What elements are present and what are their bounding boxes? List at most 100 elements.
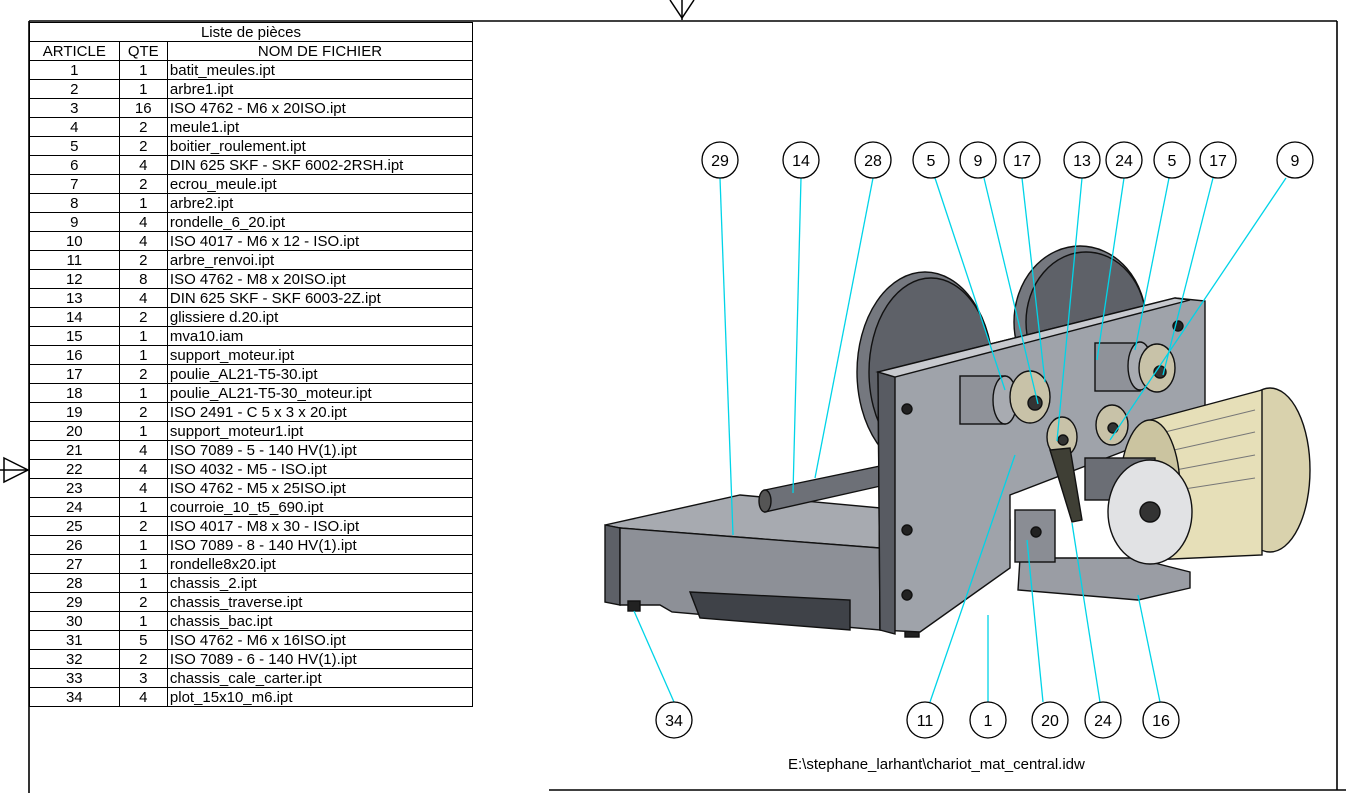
- cell-qte: 16: [118, 98, 168, 118]
- bearing-housing-left: [959, 370, 1051, 425]
- cell-article: 27: [29, 554, 120, 574]
- cell-qte: 2: [118, 307, 168, 327]
- header-file-name: NOM DE FICHIER: [166, 41, 474, 61]
- cell-file-name: ISO 4762 - M6 x 16ISO.ipt: [166, 630, 474, 650]
- cell-article: 4: [29, 117, 120, 137]
- cell-file-name: chassis_2.ipt: [166, 573, 474, 593]
- balloon-circle: [1105, 141, 1143, 179]
- balloon-circle: [959, 141, 997, 179]
- cell-file-name: ISO 4762 - M5 x 25ISO.ipt: [166, 478, 474, 498]
- cell-file-name: arbre_renvoi.ipt: [166, 250, 474, 270]
- cell-file-name: mva10.iam: [166, 326, 474, 346]
- cell-article: 31: [29, 630, 120, 650]
- balloon-label: 9: [974, 153, 983, 170]
- cell-article: 22: [29, 459, 120, 479]
- cell-qte: 1: [118, 60, 168, 80]
- cell-file-name: ISO 4762 - M6 x 20ISO.ipt: [166, 98, 474, 118]
- balloon-circle: [1063, 141, 1101, 179]
- cell-file-name: ecrou_meule.ipt: [166, 174, 474, 194]
- balloon-label: 11: [917, 713, 934, 730]
- cell-file-name: rondelle_6_20.ipt: [166, 212, 474, 232]
- parts-list-title: Liste de pièces: [29, 22, 473, 42]
- cell-qte: 2: [118, 117, 168, 137]
- balloon-label: 1: [984, 713, 993, 730]
- cell-article: 5: [29, 136, 120, 156]
- cell-file-name: chassis_bac.ipt: [166, 611, 474, 631]
- bearing-housing-right: [1094, 341, 1176, 393]
- cell-qte: 4: [118, 478, 168, 498]
- cell-file-name: arbre1.ipt: [166, 79, 474, 99]
- cell-file-name: meule1.ipt: [166, 117, 474, 137]
- balloon-circle: [969, 701, 1007, 739]
- cell-qte: 3: [118, 668, 168, 688]
- balloon-label: 13: [1073, 153, 1091, 170]
- parts-list-table: Liste de pièces ARTICLE QTE NOM DE FICHI…: [29, 22, 474, 707]
- header-qte: QTE: [118, 41, 168, 61]
- cell-file-name: ISO 4017 - M8 x 30 - ISO.ipt: [166, 516, 474, 536]
- cell-article: 15: [29, 326, 120, 346]
- balloon-circle: [854, 141, 892, 179]
- cell-article: 11: [29, 250, 120, 270]
- balloon-label: 17: [1209, 153, 1227, 170]
- cell-article: 6: [29, 155, 120, 175]
- cell-article: 2: [29, 79, 120, 99]
- cell-qte: 4: [118, 687, 168, 707]
- balloon-label: 5: [927, 153, 936, 170]
- cell-file-name: DIN 625 SKF - SKF 6002-2RSH.ipt: [166, 155, 474, 175]
- balloon-circle: [1084, 701, 1122, 739]
- header-article: ARTICLE: [29, 41, 120, 61]
- electric-motor: [1084, 387, 1311, 565]
- cell-article: 20: [29, 421, 120, 441]
- cell-article: 7: [29, 174, 120, 194]
- frame-plate-top: [875, 297, 1191, 378]
- cell-qte: 2: [118, 649, 168, 669]
- cell-file-name: ISO 4032 - M5 - ISO.ipt: [166, 459, 474, 479]
- cell-file-name: courroie_10_t5_690.ipt: [166, 497, 474, 517]
- leader-lines: [633, 177, 1287, 703]
- cell-file-name: ISO 4017 - M6 x 12 - ISO.ipt: [166, 231, 474, 251]
- assembly-view: [604, 245, 1311, 638]
- cell-qte: 4: [118, 231, 168, 251]
- cell-article: 33: [29, 668, 120, 688]
- cell-qte: 2: [118, 136, 168, 156]
- file-path: E:\stephane_larhant\chariot_mat_central.…: [788, 756, 1085, 773]
- balloon-label: 17: [1013, 153, 1031, 170]
- cell-qte: 4: [118, 440, 168, 460]
- cell-qte: 1: [118, 497, 168, 517]
- chassis-base-front: [604, 524, 621, 606]
- cell-qte: 1: [118, 345, 168, 365]
- cell-qte: 1: [118, 554, 168, 574]
- balloon-circle: [1199, 141, 1237, 179]
- balloon-circle: [1142, 701, 1180, 739]
- balloon-circle: [1031, 701, 1069, 739]
- cell-file-name: poulie_AL21-T5-30.ipt: [166, 364, 474, 384]
- cell-file-name: poulie_AL21-T5-30_moteur.ipt: [166, 383, 474, 403]
- cell-qte: 1: [118, 535, 168, 555]
- cell-file-name: ISO 4762 - M8 x 20ISO.ipt: [166, 269, 474, 289]
- cell-qte: 4: [118, 459, 168, 479]
- cell-file-name: arbre2.ipt: [166, 193, 474, 213]
- cell-article: 3: [29, 98, 120, 118]
- idler-pulleys: [1046, 404, 1129, 458]
- cell-file-name: ISO 7089 - 5 - 140 HV(1).ipt: [166, 440, 474, 460]
- balloon-circle: [1276, 141, 1314, 179]
- cell-qte: 2: [118, 174, 168, 194]
- cell-article: 10: [29, 231, 120, 251]
- cell-file-name: rondelle8x20.ipt: [166, 554, 474, 574]
- cell-file-name: DIN 625 SKF - SKF 6003-2Z.ipt: [166, 288, 474, 308]
